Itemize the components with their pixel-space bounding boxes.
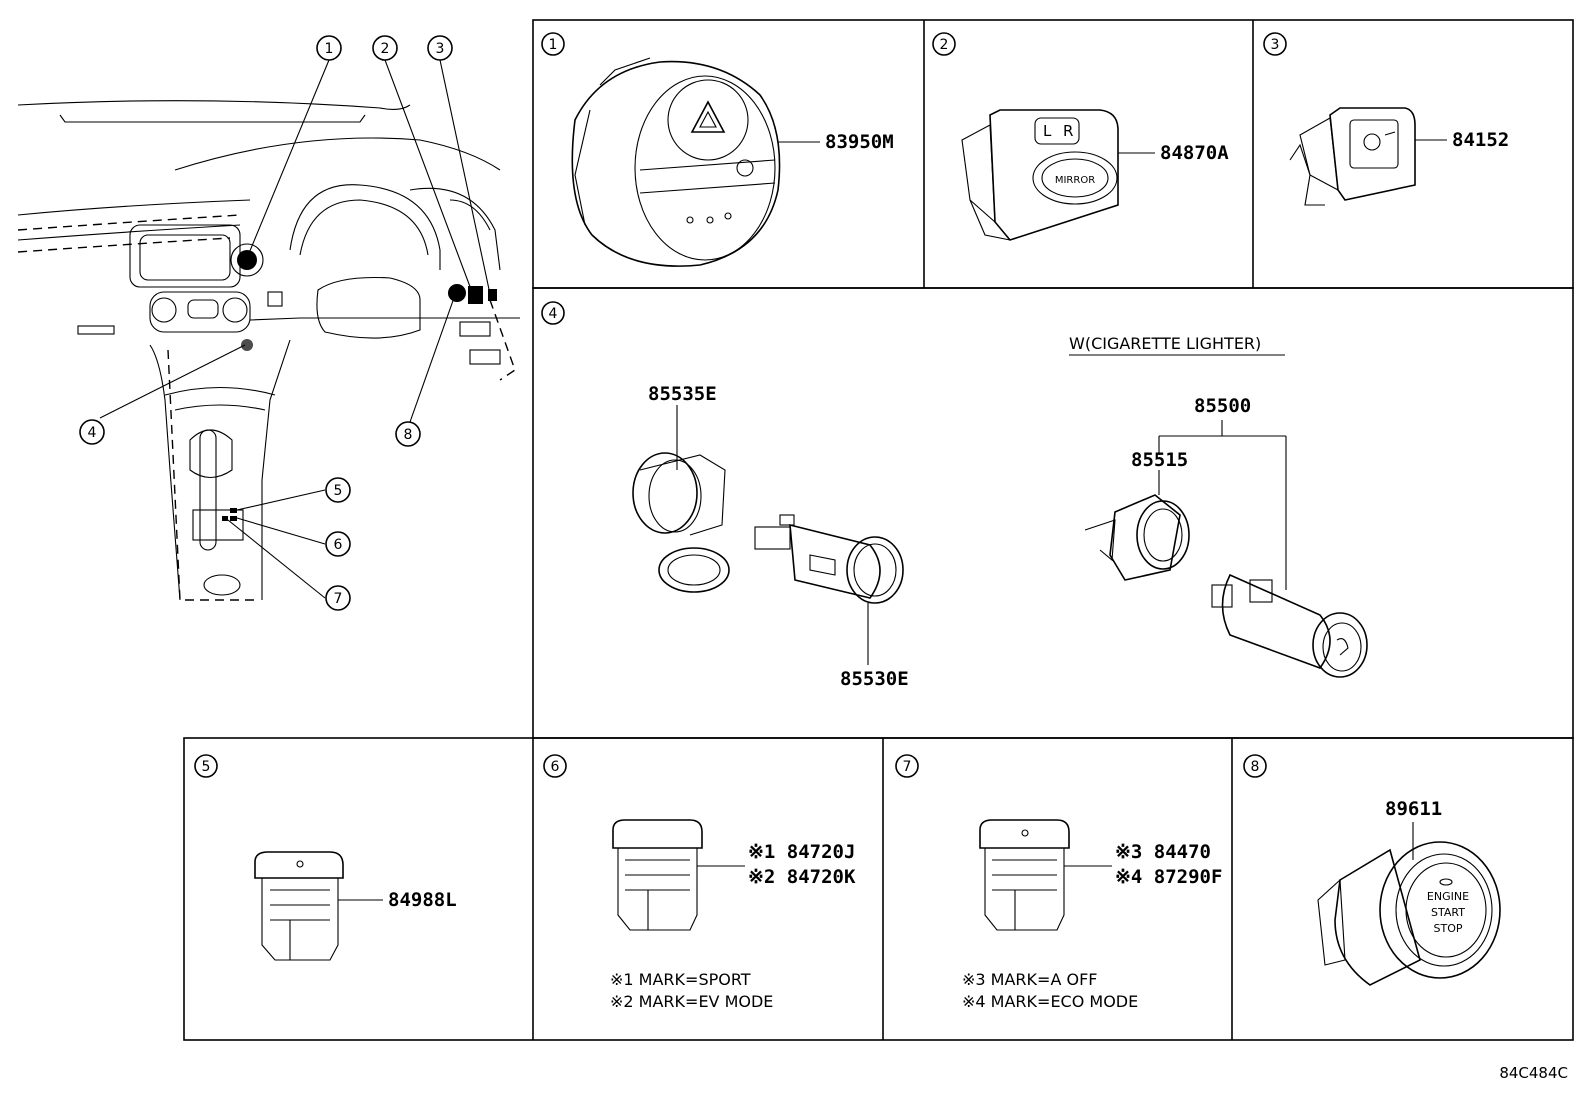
panel-4: 4 W(CIGARETTE LIGHTER) 85535E 85530E <box>541 301 1368 690</box>
panel-8-number <box>1243 754 1267 778</box>
part-84720J: ※1 84720J <box>748 841 855 863</box>
svg-text:1: 1 <box>325 41 334 57</box>
panel-2: 2 L R MIRROR 84870A <box>932 32 1229 241</box>
panel-7-number <box>895 754 919 778</box>
switch-84152-illustration <box>1289 107 1416 206</box>
panel-3: 3 84152 <box>1263 32 1509 206</box>
assembly-85500-bracket <box>1158 420 1287 590</box>
callout-5: 5 <box>325 477 351 503</box>
callout-8: 8 <box>395 421 421 447</box>
panel-1: 1 83950M <box>541 32 894 267</box>
part-84988L: 84988L <box>388 889 457 911</box>
overview-leader-lines <box>99 59 491 599</box>
svg-text:L: L <box>1043 122 1052 140</box>
part-85530E: 85530E <box>840 668 909 690</box>
mirror-switch-illustration: L R MIRROR <box>961 109 1119 241</box>
callout-3: 3 <box>427 35 453 61</box>
svg-text:8: 8 <box>404 427 413 443</box>
note-mark-a-off: ※3 MARK=A OFF <box>962 970 1097 989</box>
part-84870A: 84870A <box>1160 142 1229 164</box>
callout-7: 7 <box>325 585 351 611</box>
part-85535E: 85535E <box>648 383 717 405</box>
note-mark-ev-mode: ※2 MARK=EV MODE <box>610 992 773 1011</box>
svg-text:4: 4 <box>88 425 97 441</box>
panel-8: 8 ENGINE START STOP 89611 <box>1243 754 1501 986</box>
svg-text:7: 7 <box>334 591 343 607</box>
hazard-switch-illustration <box>571 57 781 267</box>
panel-4-number <box>541 301 565 325</box>
part-84720K: ※2 84720K <box>748 866 856 888</box>
panel-3-number <box>1263 32 1287 56</box>
svg-text:5: 5 <box>334 483 343 499</box>
part-85515: 85515 <box>1131 449 1188 471</box>
dashboard-overview <box>17 100 520 601</box>
part-83950M: 83950M <box>825 131 894 153</box>
switch-84470-illustration <box>979 819 1070 931</box>
switch-84988L-illustration <box>254 851 344 961</box>
lighter-85500-illustration <box>1211 573 1368 678</box>
callout-4: 4 <box>79 419 105 445</box>
callout-2: 2 <box>372 35 398 61</box>
panel-frames <box>183 19 1574 1041</box>
overview-callouts: 1 2 3 4 8 5 6 7 <box>79 35 453 611</box>
part-87290F: ※4 87290F <box>1115 866 1222 888</box>
part-85500: 85500 <box>1194 395 1251 417</box>
panel-7: 7 ※3 84470 ※4 87290F ※3 MARK=A OFF ※4 MA… <box>895 754 1222 1011</box>
panel-6: 6 ※1 84720J ※2 84720K ※1 MARK=SPORT ※2 M… <box>543 754 856 1011</box>
ring-85515-illustration <box>1084 494 1190 581</box>
callout-1: 1 <box>316 35 342 61</box>
svg-text:START: START <box>1431 906 1465 919</box>
note-mark-eco-mode: ※4 MARK=ECO MODE <box>962 992 1138 1011</box>
diagram-code: 84C484C <box>1499 1064 1568 1082</box>
callout-6: 6 <box>325 531 351 557</box>
svg-text:2: 2 <box>381 41 390 57</box>
svg-text:3: 3 <box>1271 37 1280 53</box>
svg-text:8: 8 <box>1251 759 1260 775</box>
svg-text:6: 6 <box>551 759 560 775</box>
svg-text:6: 6 <box>334 537 343 553</box>
part-84152: 84152 <box>1452 129 1509 151</box>
svg-text:1: 1 <box>549 37 558 53</box>
panel-5-number <box>194 754 218 778</box>
svg-text:R: R <box>1063 122 1073 140</box>
svg-text:7: 7 <box>903 759 912 775</box>
svg-text:5: 5 <box>202 759 211 775</box>
panel-5: 5 84988L <box>194 754 457 961</box>
panel-1-number <box>541 32 565 56</box>
svg-text:3: 3 <box>436 41 445 57</box>
panel-2-number <box>932 32 956 56</box>
socket-85535E-illustration <box>632 452 730 593</box>
part-84470: ※3 84470 <box>1115 841 1211 863</box>
svg-text:STOP: STOP <box>1434 922 1463 935</box>
switch-84720-illustration <box>612 819 703 931</box>
svg-text:4: 4 <box>549 306 558 322</box>
panel-6-number <box>543 754 567 778</box>
svg-text:MIRROR: MIRROR <box>1055 175 1095 186</box>
svg-text:2: 2 <box>940 37 949 53</box>
part-89611: 89611 <box>1385 798 1442 820</box>
condition-label: W(CIGARETTE LIGHTER) <box>1069 334 1261 353</box>
lighter-85530E-illustration <box>754 514 904 604</box>
note-mark-sport: ※1 MARK=SPORT <box>610 970 751 989</box>
svg-text:ENGINE: ENGINE <box>1427 890 1469 903</box>
engine-start-button-illustration: ENGINE START STOP <box>1317 841 1501 986</box>
